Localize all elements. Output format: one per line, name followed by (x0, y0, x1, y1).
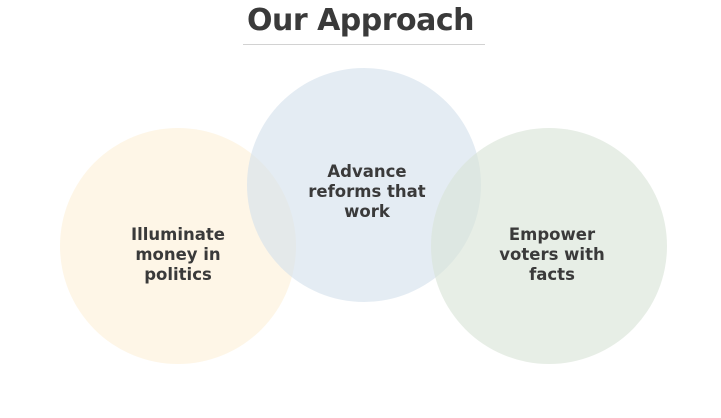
label-illuminate: Illuminate money in politics (130, 225, 225, 284)
title-divider (243, 44, 485, 45)
page-title: Our Approach (246, 3, 475, 38)
circle-empower (431, 128, 667, 364)
label-advance: Advance reforms that work (308, 162, 426, 221)
circle-advance (247, 68, 481, 302)
label-empower: Empower voters with facts (499, 225, 605, 284)
circle-illuminate (60, 128, 296, 364)
